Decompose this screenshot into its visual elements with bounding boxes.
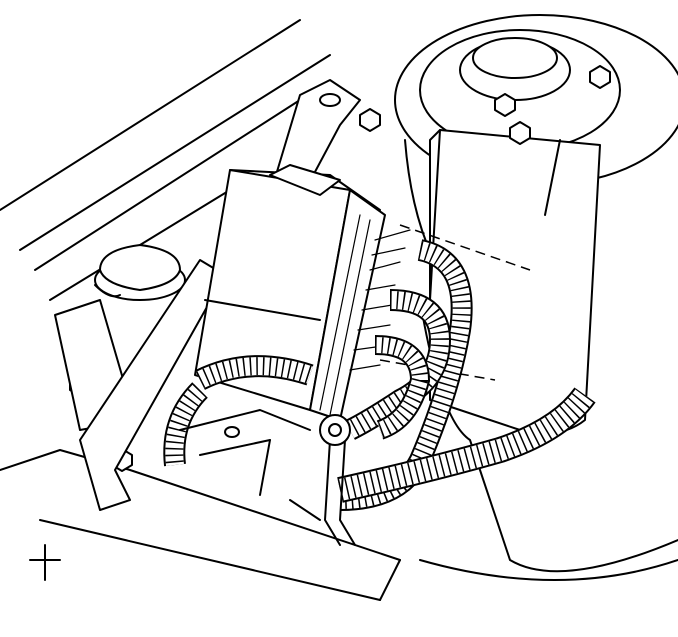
reservoir-cap (94, 244, 186, 301)
control-module-housing (194, 164, 386, 421)
nut-icon (359, 108, 381, 132)
wiring-harness (163, 239, 596, 511)
module-bracket-left (54, 259, 226, 511)
nut-icon (509, 121, 531, 145)
nut-icon (494, 93, 516, 117)
nut-icon (589, 65, 611, 89)
ground-cable (224, 414, 356, 546)
dashed-guides (379, 224, 531, 381)
lower-tray (179, 409, 321, 521)
